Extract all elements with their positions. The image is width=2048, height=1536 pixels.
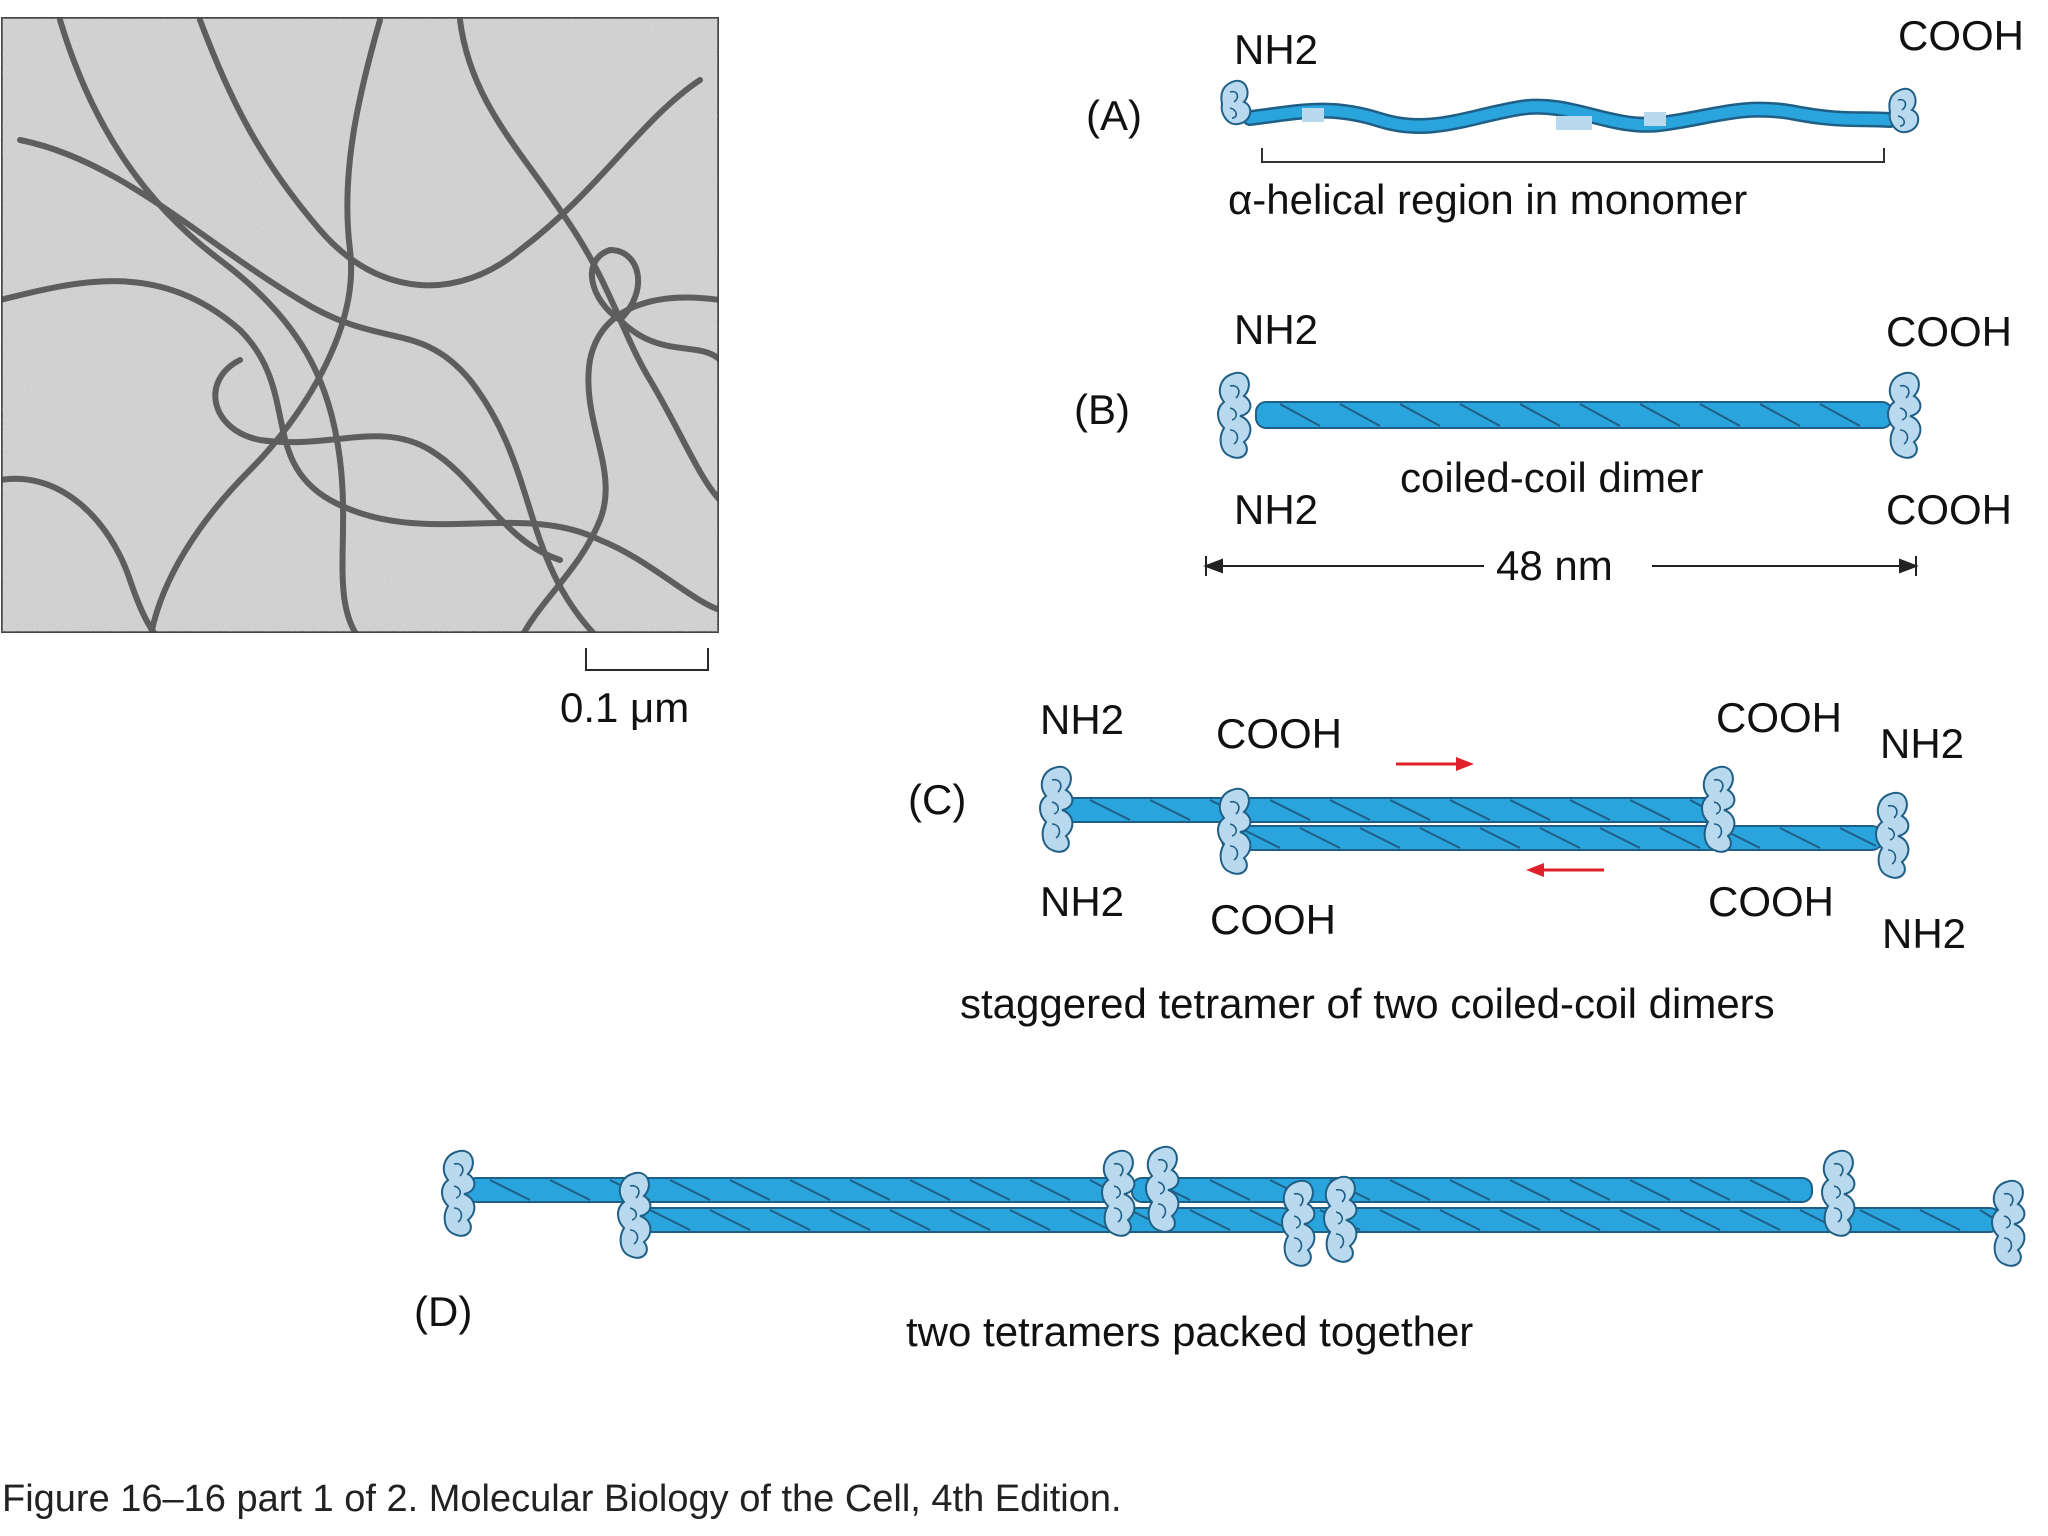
head-group-5 [1281, 1179, 1316, 1267]
monomer-alpha-helix [1244, 101, 1896, 132]
head-group-7 [1821, 1149, 1856, 1237]
c-terminal-tails-mid-right [1701, 765, 1736, 853]
panel-b: (B) NH2 NH2 COOH COOH coiled-coil dimer … [1074, 306, 2012, 589]
panel-a-n-terminus: NH2 [1234, 26, 1318, 73]
panel-c-mid-right-bottom-label: COOH [1708, 878, 1834, 925]
head-group-2 [617, 1171, 652, 1259]
panel-b-length-label: 48 nm [1496, 542, 1613, 589]
panel-d: (D) two tetramers packed together [414, 1145, 2026, 1355]
panel-c-mid-left-top-label: COOH [1216, 710, 1342, 757]
n-terminal-heads-right [1875, 791, 1910, 879]
panel-c-left-top-label: NH2 [1040, 696, 1124, 743]
figure-caption: Figure 16–16 part 1 of 2. Molecular Biol… [2, 1478, 1122, 1520]
panel-a: (A) NH2 COOH α-helical region in monomer [1086, 12, 2024, 223]
intermediate-filaments [2, 18, 718, 632]
panel-c: (C) NH2 NH2 COOH COOH COOH COOH NH2 NH2 … [908, 694, 1966, 1027]
n-terminal-head [1220, 79, 1252, 126]
panel-a-c-terminus: COOH [1898, 12, 2024, 59]
panel-d-letter: (D) [414, 1288, 472, 1335]
head-group-3 [1101, 1149, 1136, 1237]
linker-segment [1644, 112, 1666, 126]
panel-b-n-terminus-bottom: NH2 [1234, 486, 1318, 533]
helical-region-bracket [1261, 148, 1885, 163]
panel-a-region-label: α-helical region in monomer [1228, 176, 1747, 223]
scale-bar-label: 0.1 μm [560, 684, 689, 731]
panel-b-n-terminus-top: NH2 [1234, 306, 1318, 353]
panel-d-label: two tetramers packed together [906, 1308, 1473, 1355]
head-group-8 [1991, 1179, 2026, 1267]
panel-b-dimer-label: coiled-coil dimer [1400, 454, 1703, 501]
panel-c-right-bottom-label: NH2 [1882, 910, 1966, 957]
linker-segment [1556, 116, 1592, 130]
scale-bar [585, 648, 709, 671]
linker-segment [1302, 108, 1324, 122]
panel-c-mid-right-top-label: COOH [1716, 694, 1842, 741]
panel-b-c-terminus-top: COOH [1886, 308, 2012, 355]
panel-c-label: staggered tetramer of two coiled-coil di… [960, 980, 1775, 1027]
head-group-1 [441, 1149, 476, 1237]
c-terminal-tails-mid-left [1217, 787, 1252, 875]
arrow-left [1526, 863, 1604, 877]
coil-stripes [1279, 403, 1861, 427]
head-group-4 [1145, 1145, 1180, 1233]
panel-c-right-top-label: NH2 [1880, 720, 1964, 767]
n-terminal-heads [1217, 371, 1252, 459]
arrow-right [1396, 757, 1474, 771]
panel-b-c-terminus-bottom: COOH [1886, 486, 2012, 533]
c-terminal-tails [1887, 371, 1922, 459]
length-dimension-line [1203, 556, 1919, 576]
head-group-6 [1323, 1175, 1358, 1263]
panel-c-letter: (C) [908, 776, 966, 823]
dimer-lower [1221, 825, 1883, 851]
n-terminal-heads-left [1039, 765, 1074, 853]
panel-b-letter: (B) [1074, 386, 1130, 433]
c-terminal-tail [1888, 87, 1920, 134]
electron-micrograph: 0.1 μm [1, 17, 719, 731]
panel-c-left-bottom-label: NH2 [1040, 878, 1124, 925]
panel-c-mid-left-bottom-label: COOH [1210, 896, 1336, 943]
panel-a-letter: (A) [1086, 92, 1142, 139]
dimer-upper [1063, 797, 1725, 823]
